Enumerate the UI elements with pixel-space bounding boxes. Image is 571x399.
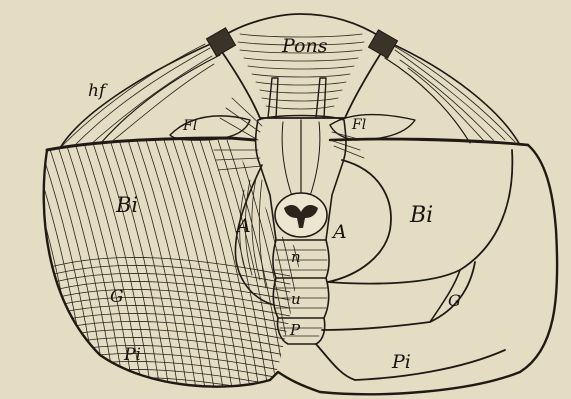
- g-right-label: G: [448, 291, 461, 310]
- fl-right-label: Fl: [351, 117, 366, 133]
- uvula-label: u: [291, 290, 301, 308]
- g-left-label: G: [110, 287, 124, 307]
- a-right-label: A: [331, 221, 347, 243]
- bi-left-label: Bi: [115, 193, 138, 217]
- a-left-label: A: [235, 215, 251, 237]
- pons-label: Pons: [281, 35, 328, 57]
- pyramid-label: P: [289, 321, 301, 339]
- pi-left-label: Pi: [123, 345, 141, 365]
- pi-right-label: Pi: [391, 351, 411, 373]
- bi-right-label: Bi: [409, 203, 433, 228]
- nodule-label: n: [291, 248, 301, 266]
- fl-left-label: Fl: [182, 118, 197, 134]
- hf-label: hf: [88, 81, 108, 101]
